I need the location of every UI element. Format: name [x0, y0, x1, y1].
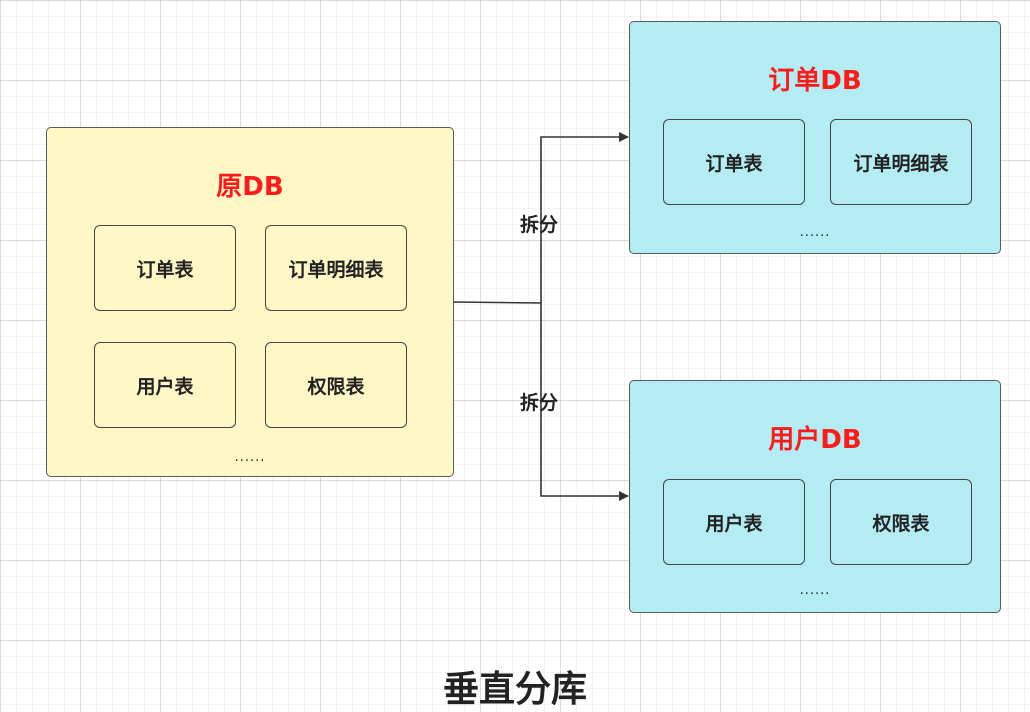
user-db-container: 用户DB 用户表 权限表 ......: [629, 380, 1001, 613]
source-table-order: 订单表: [94, 225, 236, 311]
user-db-table-permission: 权限表: [830, 479, 972, 565]
order-db-table-order-detail: 订单明细表: [830, 119, 972, 205]
user-db-more: ......: [799, 583, 831, 598]
diagram-caption: 垂直分库: [442, 669, 587, 710]
user-db-title: 用户DB: [768, 425, 862, 455]
edge-label-to-user: 拆分: [520, 392, 559, 414]
edge-to-order-db: [540, 132, 629, 303]
source-db-more: ......: [234, 450, 266, 465]
order-db-more: ......: [799, 225, 831, 240]
user-db-table-user: 用户表: [663, 479, 805, 565]
source-db-container: 原DB 订单表 订单明细表 用户表 权限表 ......: [46, 127, 454, 477]
edge-label-to-order: 拆分: [520, 214, 559, 236]
order-db-table-order: 订单表: [663, 119, 805, 205]
source-db-title: 原DB: [216, 172, 284, 202]
source-table-user: 用户表: [94, 342, 236, 428]
edge-to-user-db: [540, 303, 629, 501]
order-db-title: 订单DB: [768, 66, 862, 96]
source-table-permission: 权限表: [265, 342, 407, 428]
source-table-order-detail: 订单明细表: [265, 225, 407, 311]
edge-source-trunk: [453, 301, 542, 304]
order-db-container: 订单DB 订单表 订单明细表 ......: [629, 21, 1001, 254]
